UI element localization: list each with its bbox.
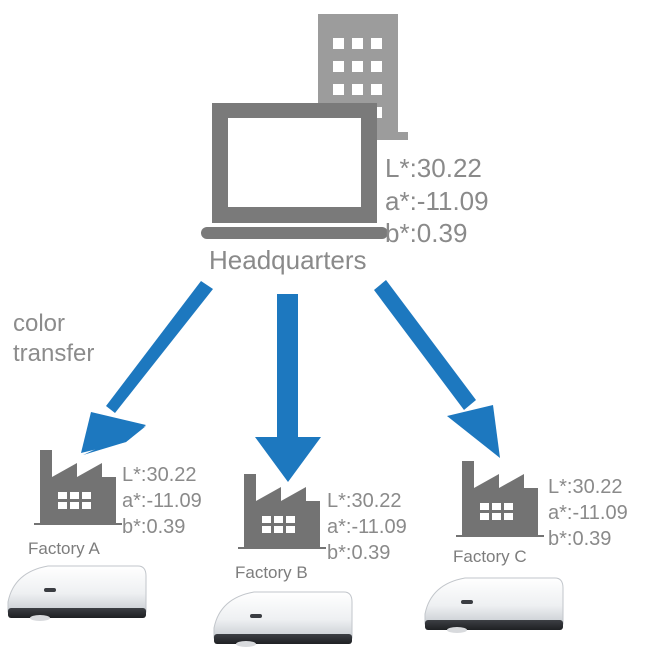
factory-a-l-value: L*:30.22 — [122, 464, 197, 486]
factory-a-label: Factory A — [28, 539, 100, 558]
colorimeter-device — [213, 591, 353, 647]
factory-b-b-value: b*:0.39 — [327, 542, 391, 564]
factory-icon — [34, 450, 122, 525]
hq-b-value: b*:0.39 — [385, 218, 468, 248]
laptop-icon — [201, 103, 388, 239]
factory-b-label: Factory B — [235, 563, 308, 582]
hq-a-value: a*:-11.09 — [385, 186, 489, 216]
factory-c-b-value: b*:0.39 — [548, 528, 612, 550]
hq-label: Headquarters — [209, 245, 367, 275]
factory-icon — [456, 461, 544, 537]
factory-c-l-value: L*:30.22 — [548, 476, 623, 498]
factory-c-a-value: a*:-11.09 — [548, 502, 628, 524]
factory-a-a-value: a*:-11.09 — [122, 490, 202, 512]
factory-a-b-value: b*:0.39 — [122, 516, 186, 538]
transfer-arrow-b — [255, 294, 321, 482]
colorimeter-device — [7, 565, 147, 621]
hq-l-value: L*:30.22 — [385, 153, 482, 183]
transfer-arrow-c — [374, 280, 500, 458]
transfer-label-line2: transfer — [13, 340, 95, 367]
colorimeter-device — [424, 577, 564, 633]
factory-b-a-value: a*:-11.09 — [327, 516, 407, 538]
factory-c-label: Factory C — [453, 547, 527, 566]
transfer-arrow-a — [81, 281, 213, 455]
factory-icon — [238, 474, 326, 549]
factory-b-l-value: L*:30.22 — [327, 490, 402, 512]
transfer-label-line1: color — [13, 310, 66, 337]
